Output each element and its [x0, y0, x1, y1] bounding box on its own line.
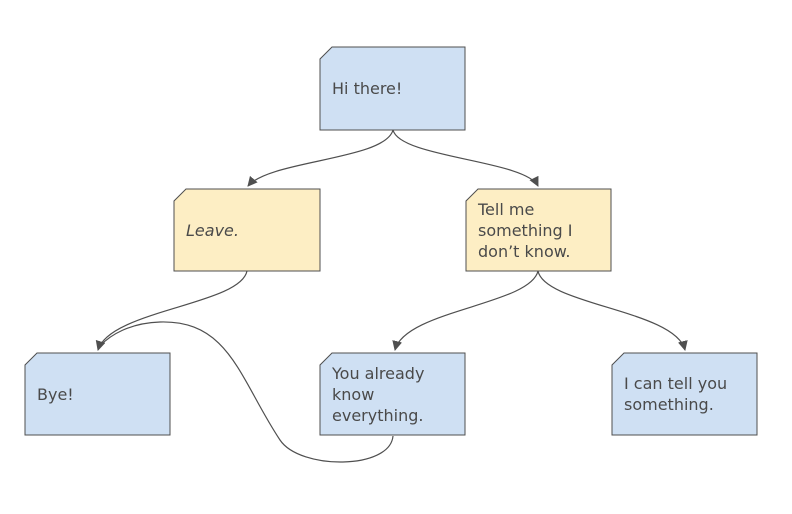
edge-you-already-to-bye — [99, 321, 394, 463]
node-shape-i-can-tell — [611, 352, 758, 436]
edge-hi-there-to-tell-me — [392, 129, 539, 187]
node-you-already-label: You already know everything. — [332, 363, 425, 425]
node-shape-hi-there — [319, 46, 466, 131]
node-you-already: You already know everything. — [320, 353, 465, 435]
node-i-can-tell: I can tell you something. — [612, 353, 757, 435]
node-shape-leave — [173, 188, 321, 272]
node-hi-there-label: Hi there! — [332, 79, 403, 98]
node-shape-bye — [24, 352, 171, 436]
node-hi-there: Hi there! — [320, 47, 465, 130]
node-shape-tell-me — [465, 188, 612, 272]
node-bye: Bye! — [25, 353, 170, 435]
edge-hi-there-to-leave — [247, 129, 394, 187]
node-tell-me-label: Tell me something I don’t know. — [478, 199, 573, 261]
edge-leave-to-bye — [95, 270, 248, 351]
node-leave: Leave. — [174, 189, 320, 271]
edge-tell-me-to-i-can-tell — [537, 270, 688, 351]
node-i-can-tell-label: I can tell you something. — [624, 374, 728, 414]
node-leave-label: Leave. — [186, 220, 239, 240]
node-bye-label: Bye! — [37, 384, 74, 404]
node-shape-you-already — [319, 352, 466, 436]
edge-tell-me-to-you-already — [392, 270, 539, 351]
node-tell-me: Tell me something I don’t know. — [466, 189, 611, 271]
